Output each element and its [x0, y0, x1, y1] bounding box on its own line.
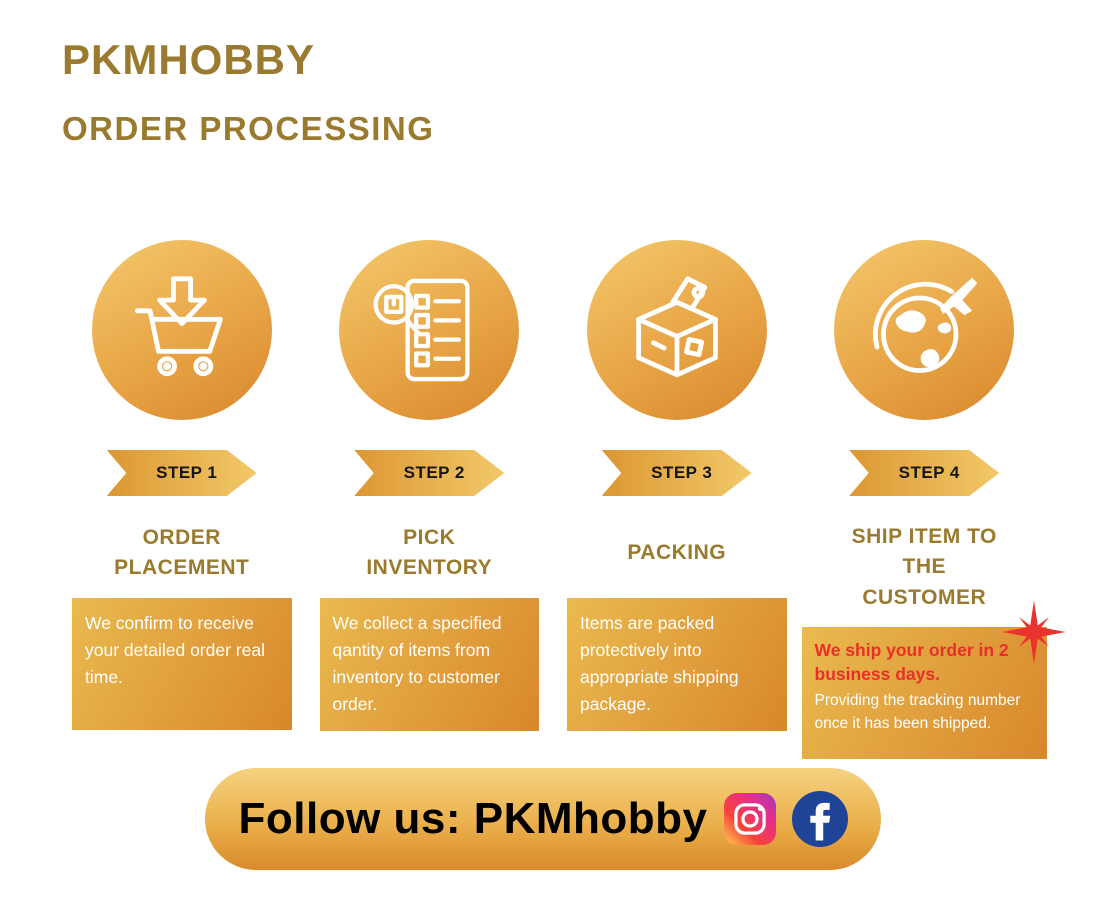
step-column-3: STEP 3 PACKING Items are packed protecti…: [553, 240, 801, 759]
step-4-title: SHIP ITEM TO THE CUSTOMER: [851, 525, 997, 609]
step-2-badge-label: STEP 2: [403, 463, 465, 482]
starburst-icon: [1002, 600, 1066, 664]
shipping-circle: [834, 240, 1015, 420]
step-1-badge: STEP 1: [106, 450, 257, 496]
step-4-description: We ship your order in 2 business days. P…: [801, 600, 1066, 760]
step-3-badge: STEP 3: [601, 450, 752, 496]
step-4-description-highlight: We ship your order in 2 business days.: [814, 640, 1009, 684]
step-column-2: STEP 2 PICK INVENTORY We collect a speci…: [306, 240, 554, 759]
instagram-icon[interactable]: [723, 793, 776, 845]
step-4-badge-label: STEP 4: [898, 463, 960, 482]
step-3-title: PACKING: [627, 540, 727, 564]
packing-box-icon: [635, 276, 718, 378]
follow-us-text: Follow us: PKMhobby: [238, 794, 708, 843]
pick-inventory-circle: [339, 240, 520, 420]
step-4-badge: STEP 4: [849, 450, 1000, 496]
step-1-title: ORDER PLACEMENT: [114, 525, 250, 579]
step-2-title: PICK INVENTORY: [366, 525, 493, 579]
cart-download-icon: [134, 276, 223, 377]
step-3-badge-label: STEP 3: [651, 463, 713, 482]
step-column-1: STEP 1 ORDER PLACEMENT We confirm to rec…: [58, 240, 306, 759]
order-placement-circle: [91, 240, 272, 420]
header: PKMHOBBY ORDER PROCESSING: [62, 36, 434, 148]
brand-title: PKMHOBBY: [62, 36, 316, 83]
step-column-4: STEP 4 SHIP ITEM TO THE CUSTOMER We ship…: [801, 240, 1066, 760]
step-2-badge: STEP 2: [354, 450, 505, 496]
step-3-description: Items are packed protectively into appro…: [567, 598, 787, 731]
inventory-checklist-icon: [373, 278, 470, 382]
packing-circle: [586, 240, 767, 420]
step-2-description: We collect a specified qantity of items …: [319, 598, 539, 731]
step-4-description-detail: Providing the tracking number once it ha…: [814, 691, 1021, 732]
step-1-badge-label: STEP 1: [156, 463, 218, 482]
page-title: ORDER PROCESSING: [62, 110, 435, 147]
facebook-icon[interactable]: [791, 791, 848, 847]
step-1-description: We confirm to receive your detailed orde…: [72, 598, 292, 730]
globe-airplane-icon: [873, 277, 978, 373]
footer-banner: Follow us: PKMhobby: [205, 768, 881, 870]
steps-row: STEP 1 ORDER PLACEMENT We confirm to rec…: [58, 240, 1066, 760]
